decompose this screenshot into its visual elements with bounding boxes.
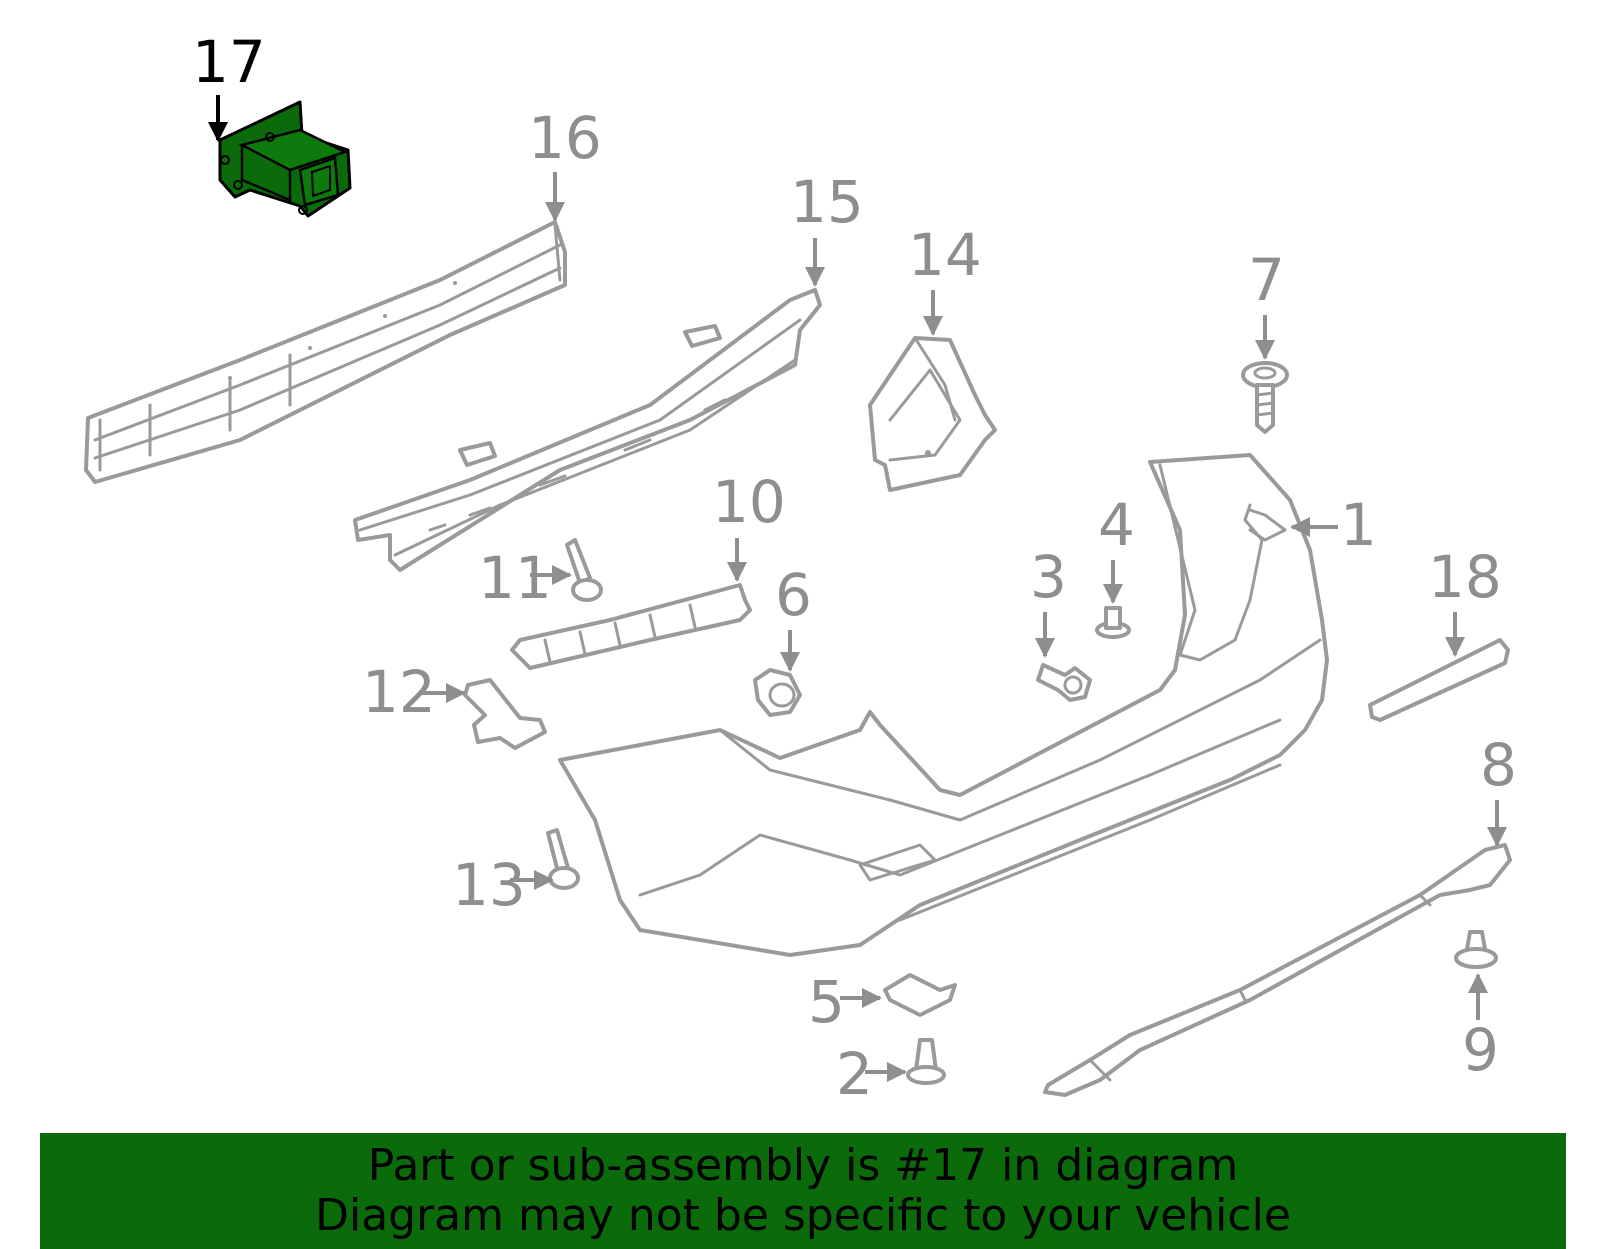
part-14-bracket: [868, 336, 997, 492]
callout-7: 7: [1248, 246, 1285, 314]
part-9-clip: [1454, 930, 1498, 969]
callout-3: 3: [1030, 543, 1067, 611]
callout-17: 17: [192, 28, 266, 96]
callout-14: 14: [908, 221, 982, 289]
part-16-reinforcement: [84, 220, 567, 484]
part-15-absorber: [353, 288, 822, 572]
part-18-molding: [1368, 638, 1510, 722]
part-12-bracket: [463, 678, 547, 750]
part-7-clip: [1241, 361, 1289, 434]
callout-6: 6: [775, 561, 812, 629]
callout-4: 4: [1098, 491, 1135, 559]
callout-11: 11: [478, 544, 552, 612]
callout-10: 10: [712, 468, 786, 536]
banner-line-1: Part or sub-assembly is #17 in diagram: [367, 1140, 1239, 1191]
part-13-bolt: [546, 828, 580, 890]
part-10-retainer: [510, 583, 752, 670]
callout-5: 5: [808, 968, 845, 1036]
part-2-clip: [906, 1038, 946, 1085]
callout-1: 1: [1340, 491, 1377, 559]
part-4-clip: [1095, 606, 1131, 639]
callout-8: 8: [1480, 731, 1517, 799]
callout-18: 18: [1428, 543, 1502, 611]
part-8-lower-molding: [1043, 843, 1512, 1097]
part-17-bracket[interactable]: [218, 100, 352, 218]
info-banner: Part or sub-assembly is #17 in diagram D…: [40, 1133, 1566, 1249]
callout-13: 13: [452, 851, 526, 919]
part-5-bracket: [883, 973, 957, 1017]
banner-line-2: Diagram may not be specific to your vehi…: [315, 1190, 1291, 1241]
part-1-bumper-cover: [558, 453, 1329, 957]
part-3-bolt: [1036, 663, 1092, 702]
callout-15: 15: [790, 168, 864, 236]
part-11-bolt: [565, 538, 603, 602]
part-6-grommet: [753, 668, 802, 717]
parts-diagram: 17 16 15 14 7: [84, 28, 1517, 1108]
callout-16: 16: [528, 104, 602, 172]
callout-9: 9: [1462, 1016, 1499, 1084]
